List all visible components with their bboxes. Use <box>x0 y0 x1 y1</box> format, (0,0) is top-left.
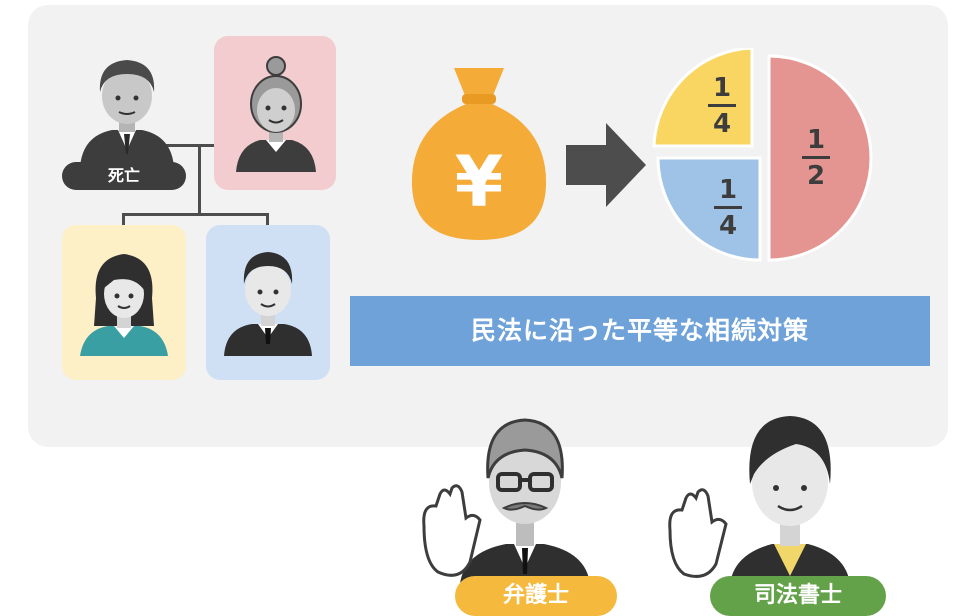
tree-line-down <box>198 144 201 216</box>
deceased-label: 死亡 <box>62 162 186 190</box>
pie-slice-quarter-bottom <box>656 156 762 262</box>
tree-line-daughter <box>122 213 125 233</box>
share-bottom-numerator: 1 <box>719 175 737 205</box>
spouse-avatar-icon <box>236 56 316 172</box>
daughter-avatar-icon <box>80 254 168 356</box>
right-arrow-icon <box>566 123 646 207</box>
scrivener-label: 司法書士 <box>710 576 886 616</box>
father-avatar-icon <box>80 60 174 168</box>
tree-line-son <box>266 213 269 233</box>
money-bag-icon: ¥ <box>411 68 547 240</box>
share-half-denominator: 2 <box>807 161 825 191</box>
share-half-numerator: 1 <box>807 125 825 155</box>
tree-line-couple <box>150 144 245 147</box>
son-avatar-icon <box>224 252 312 356</box>
pie-slice-quarter-top <box>652 48 754 148</box>
scrivener-avatar-icon <box>668 416 850 584</box>
lawyer-label: 弁護士 <box>455 576 617 616</box>
lawyer-avatar-icon <box>422 418 590 584</box>
share-bottom-denominator: 4 <box>719 211 737 241</box>
civil-law-banner: 民法に沿った平等な相続対策 <box>350 296 930 366</box>
inheritance-pie: 1 4 1 4 1 2 <box>652 48 873 262</box>
share-top-numerator: 1 <box>713 73 731 103</box>
share-top-denominator: 4 <box>713 109 731 139</box>
tree-line-children <box>122 213 269 216</box>
yen-symbol: ¥ <box>455 141 504 223</box>
